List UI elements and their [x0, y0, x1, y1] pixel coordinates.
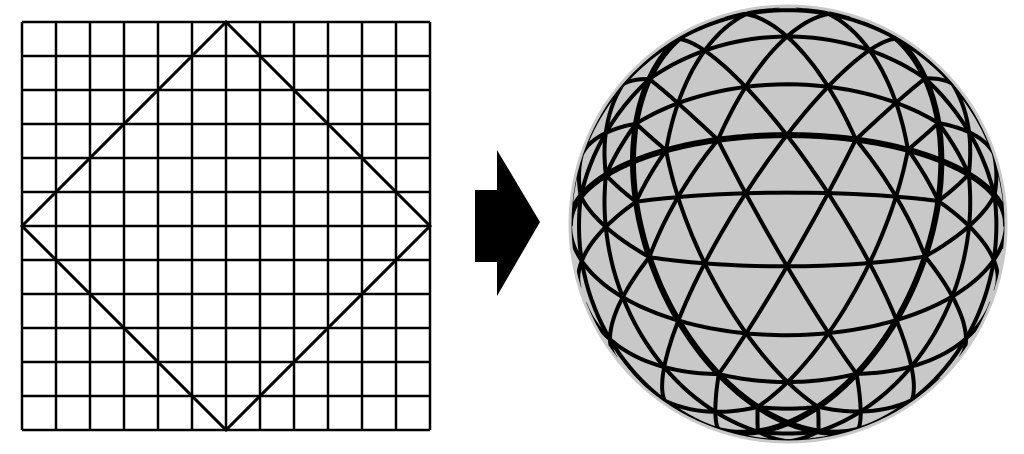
sphere-seam-line: [570, 132, 1006, 229]
sphere-grid-line: [647, 254, 928, 269]
sphere-seam-line: [630, 18, 876, 436]
sphere-grid-line: [604, 173, 638, 204]
sphere-grid-line: [716, 371, 859, 384]
sphere-grid-line: [639, 383, 760, 414]
sphere-grid-line: [936, 121, 971, 177]
sphere-grid-line: [634, 82, 941, 126]
inscribed-diamond: [19, 19, 433, 433]
sphere-grid-line: [647, 34, 928, 82]
sphere-grid-line: [894, 318, 916, 410]
sphere-seam-line: [701, 17, 945, 436]
sphere-grid-line: [583, 301, 721, 377]
sphere-grid-line: [634, 190, 941, 204]
sphere-grid-line: [894, 221, 1006, 323]
flat-square-grid: [20, 20, 432, 432]
sphere-grid-line: [676, 318, 899, 338]
sphere-outline: [568, 4, 1008, 444]
sphere-grid-line: [854, 371, 863, 432]
sphere-body: [570, 6, 1006, 442]
right-arrow-icon: [475, 150, 540, 296]
sphere-grid-line: [664, 148, 821, 409]
sphere-grid-line: [755, 404, 821, 411]
sphere-grid-line: [634, 121, 669, 153]
sphere-grid-line: [604, 121, 638, 178]
sphere-grid-line: [816, 172, 973, 434]
sphere-grid-line: [936, 199, 1000, 292]
sphere-grid-line: [755, 147, 910, 409]
sphere-grid-line: [923, 254, 969, 359]
sphere-grid-line: [576, 199, 638, 289]
sphere-grid-line: [578, 121, 638, 161]
sphere-grid-line: [602, 173, 760, 434]
sphere-grid-line: [784, 133, 899, 323]
sphere-grid-line: [784, 36, 899, 138]
sphere-grid-line: [905, 121, 941, 152]
sphere-grid-line: [676, 37, 789, 138]
sphere-grid-line: [607, 255, 652, 360]
sphere-grid-line: [905, 147, 941, 204]
sphere-grid-line: [854, 300, 994, 376]
sphere-grid-line: [676, 133, 789, 323]
sphere-grid-line: [634, 148, 669, 204]
sphere-grid-line: [570, 222, 681, 323]
sphere-grid-line: [936, 172, 971, 204]
sphere-grid-line: [660, 318, 681, 410]
sphere-grid-line: [676, 8, 899, 41]
